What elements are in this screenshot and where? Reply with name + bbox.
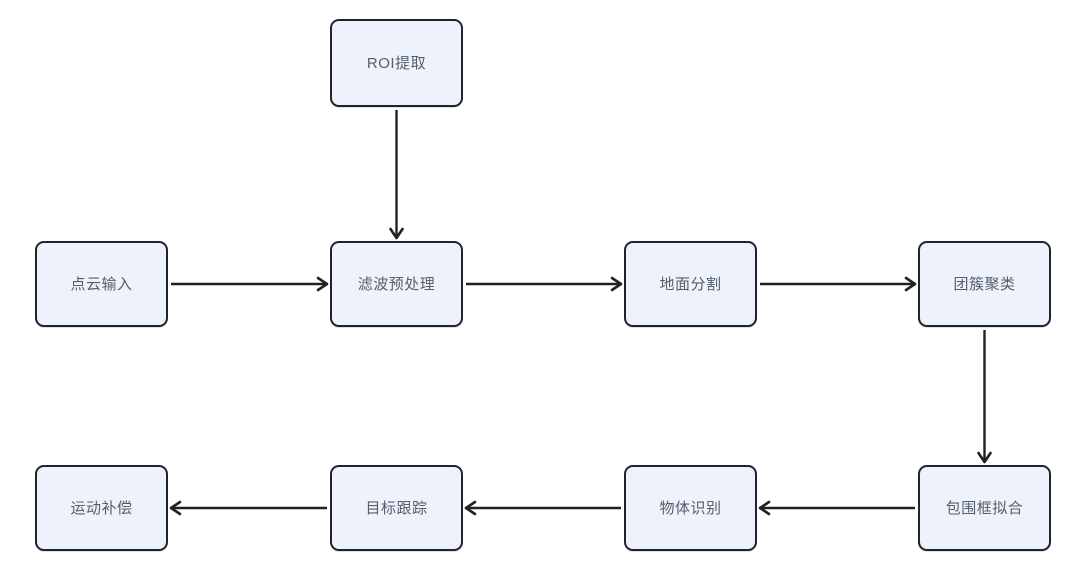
- node-ground[interactable]: 地面分割: [624, 241, 757, 327]
- node-label-track: 目标跟踪: [365, 499, 428, 517]
- node-label-bbox: 包围框拟合: [945, 499, 1024, 517]
- node-label-motion: 运动补偿: [70, 499, 133, 517]
- node-track[interactable]: 目标跟踪: [330, 465, 463, 551]
- edge-roi-to-filter: [389, 110, 404, 240]
- node-input[interactable]: 点云输入: [35, 241, 168, 327]
- edge-bbox-to-recog: [758, 500, 915, 516]
- node-roi[interactable]: ROI提取: [330, 19, 463, 107]
- node-bbox[interactable]: 包围框拟合: [918, 465, 1051, 551]
- edge-track-to-motion: [169, 500, 327, 516]
- node-label-filter: 滤波预处理: [357, 275, 436, 293]
- edge-cluster-to-bbox: [977, 330, 992, 464]
- node-label-roi: ROI提取: [366, 54, 427, 72]
- node-cluster[interactable]: 团簇聚类: [918, 241, 1051, 327]
- edge-input-to-filter: [171, 276, 329, 292]
- edge-filter-to-ground: [466, 276, 623, 292]
- node-label-cluster: 团簇聚类: [953, 275, 1016, 293]
- edge-ground-to-cluster: [760, 276, 917, 292]
- edge-recog-to-track: [464, 500, 621, 516]
- node-label-recog: 物体识别: [659, 499, 722, 517]
- node-label-ground: 地面分割: [659, 275, 722, 293]
- node-motion[interactable]: 运动补偿: [35, 465, 168, 551]
- node-filter[interactable]: 滤波预处理: [330, 241, 463, 327]
- node-recog[interactable]: 物体识别: [624, 465, 757, 551]
- node-label-input: 点云输入: [70, 275, 133, 293]
